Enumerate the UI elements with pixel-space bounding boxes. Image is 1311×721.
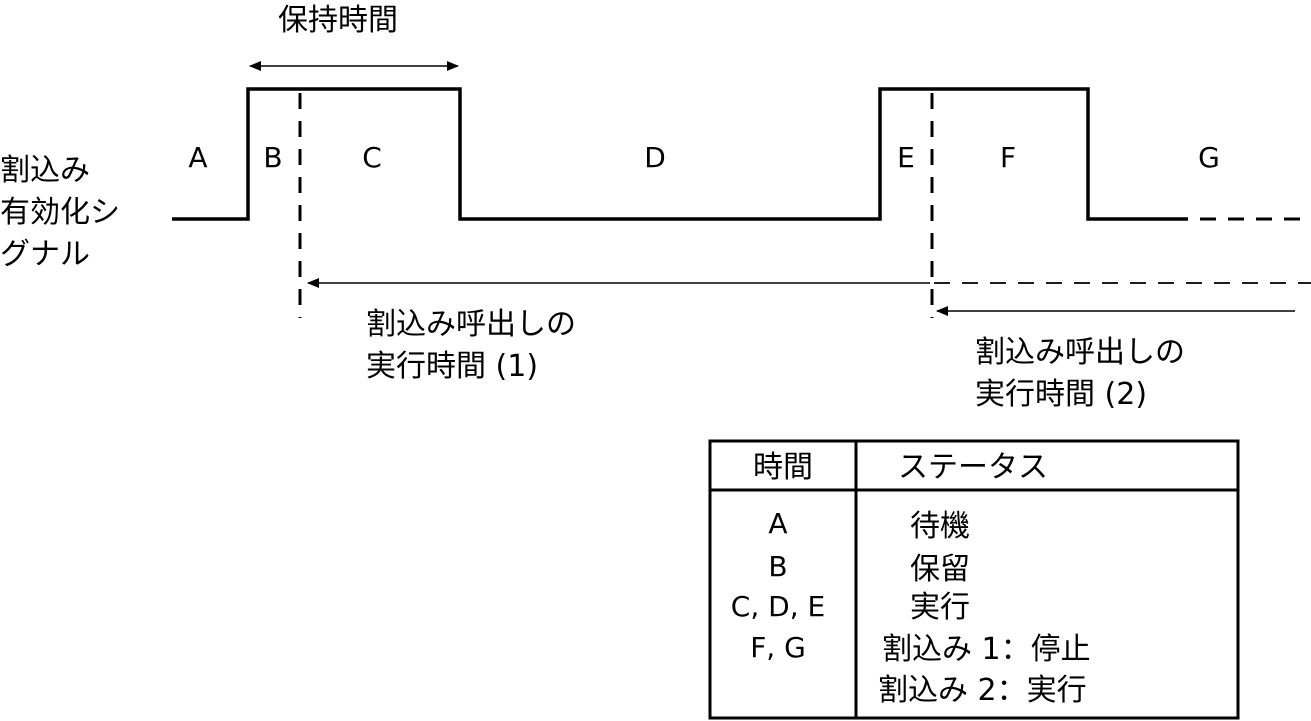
table-header-status: ステータス xyxy=(898,450,1048,485)
table-status-cell: 割込み 1：停止 xyxy=(882,632,1091,667)
table-status-cell: 待機 xyxy=(910,509,970,544)
segment-e-label: E xyxy=(897,141,915,174)
signal-label-line-1: 割込み xyxy=(0,153,90,188)
table-status-cell: 割込み 2：実行 xyxy=(878,673,1087,708)
exec-time-1-label-line-2: 実行時間 (1) xyxy=(366,349,538,384)
table-status-cell: 実行 xyxy=(910,590,970,625)
signal-label-line-3: グナル xyxy=(0,237,90,272)
segment-c-label: C xyxy=(362,141,382,174)
segment-b-label: B xyxy=(263,141,282,174)
table-time-cell: A xyxy=(768,507,787,540)
hold-time-label: 保持時間 xyxy=(278,3,398,38)
table-time-cell: C, D, E xyxy=(731,590,825,623)
signal-label-line-2: 有効化シ xyxy=(0,195,120,230)
table-header-time: 時間 xyxy=(753,450,813,485)
exec-time-2-label-line-2: 実行時間 (2) xyxy=(975,377,1147,412)
segment-d-label: D xyxy=(644,141,666,174)
exec-time-1-label-line-1: 割込み呼出しの xyxy=(366,307,576,342)
segment-g-label: G xyxy=(1198,141,1220,174)
exec-time-2-label-line-1: 割込み呼出しの xyxy=(975,335,1185,370)
segment-f-label: F xyxy=(1000,141,1016,174)
table-time-cell: B xyxy=(768,550,787,583)
table-status-cell: 保留 xyxy=(910,552,970,587)
signal-waveform xyxy=(172,87,1188,221)
status-table: 時間 ステータス A B C, D, E F, G 待機 保留 実行 割込み 1… xyxy=(708,439,1240,720)
table-time-cell: F, G xyxy=(750,631,806,664)
segment-a-label: A xyxy=(188,141,207,174)
